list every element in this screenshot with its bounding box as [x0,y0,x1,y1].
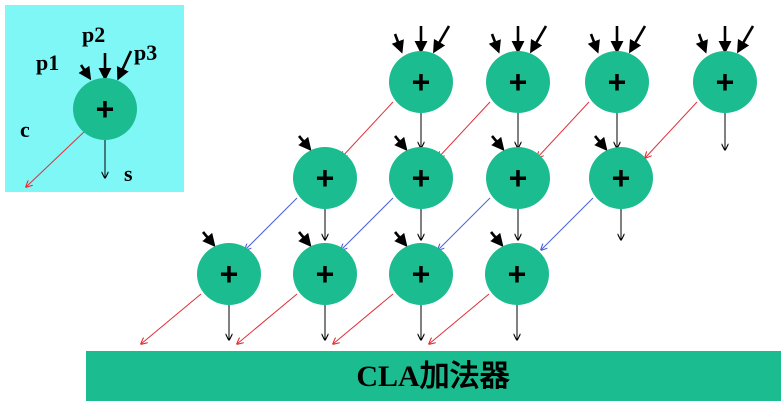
input-arrow [394,135,408,151]
plus-symbol: + [96,91,115,127]
adder-node: + [389,147,453,209]
adder-node-shape [389,243,453,305]
adder-node: + [293,147,357,209]
input-arrow [587,33,600,54]
adder-node-shape [693,51,757,113]
carry-arrow [245,197,298,250]
cla-adder: CLA加法器 [86,351,781,401]
carry-arrow [438,101,491,158]
input-arrow [488,33,501,54]
input-arrow [433,25,451,54]
input-arrow [298,231,312,247]
legend-panel: p1 p2 p3 c s + [5,5,184,192]
adder-node-shape [73,78,137,140]
carry-arrow [341,101,394,158]
legend-label-p2: p2 [82,22,105,47]
adder-node-shape [486,51,550,113]
adder-node: + [293,243,357,305]
input-arrow [490,231,504,247]
carry-arrow [537,101,590,158]
carry-arrow [237,293,298,344]
input-arrow [594,135,608,151]
input-arrow [394,231,408,247]
adder-node: + [589,147,653,209]
legend-label-p3: p3 [134,40,157,65]
legend-edges [26,50,133,187]
adder-node: + [485,243,549,305]
legend-label-carry: c [20,117,30,142]
plus-symbol: + [509,64,528,100]
carry-arrow [429,293,490,344]
adder-node-shape [589,147,653,209]
input-arrow [491,135,505,151]
adder-node: + [197,243,261,305]
legend-label-sum: s [124,161,133,186]
adder-node-shape [585,51,649,113]
legend-label-p1: p1 [36,50,59,75]
plus-symbol: + [716,64,735,100]
input-arrow [737,25,755,54]
carry-arrow [438,197,491,250]
plus-symbol: + [509,160,528,196]
adder-node: + [389,243,453,305]
grid-edges [141,25,755,344]
input-arrow [298,135,312,151]
adder-node-shape [486,147,550,209]
adder-node: + [389,51,453,113]
plus-symbol: + [508,256,527,292]
adder-node-shape [293,147,357,209]
input-arrow [202,231,216,247]
adder-node: + [486,147,550,209]
legend-adder-node: + [73,78,137,140]
input-arrow [530,25,548,54]
cla-adder-bar [86,351,781,401]
carry-arrow [645,101,698,158]
plus-symbol: + [316,160,335,196]
grid-nodes: + + + + + + + + + + + + [197,51,757,305]
plus-symbol: + [220,256,239,292]
carry-arrow [341,197,394,250]
adder-node: + [693,51,757,113]
plus-symbol: + [412,64,431,100]
adder-node: + [486,51,550,113]
adder-node-shape [485,243,549,305]
carry-arrow [541,197,594,250]
carry-arrow [141,293,202,344]
input-arrow-p1 [78,64,92,81]
carry-arrow [26,130,86,187]
plus-symbol: + [412,160,431,196]
adder-node: + [585,51,649,113]
input-arrow [391,33,404,54]
cla-adder-label: CLA加法器 [356,360,510,393]
plus-symbol: + [612,160,631,196]
input-arrow [629,25,647,54]
adder-node-shape [389,51,453,113]
plus-symbol: + [412,256,431,292]
plus-symbol: + [316,256,335,292]
carry-arrow [333,293,394,344]
legend-node: + [73,78,137,140]
adder-node-shape [389,147,453,209]
input-arrow [695,33,708,54]
input-arrow-p3 [116,50,133,81]
adder-node-shape [293,243,357,305]
plus-symbol: + [608,64,627,100]
adder-node-shape [197,243,261,305]
